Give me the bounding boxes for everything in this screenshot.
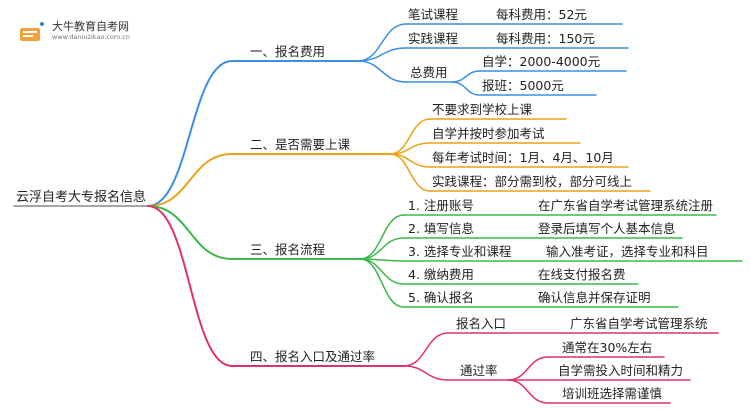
site-logo[interactable]: 大牛教育自考网 www.daniuzikao.com.cn (14, 18, 154, 46)
link-b1-c3a (451, 70, 481, 83)
link-root-b2 (147, 153, 233, 207)
b1-total-class: 报班：5000元 (482, 78, 564, 93)
b4-pass-rate: 通过率 (460, 363, 498, 378)
link-b1-c1 (357, 23, 407, 62)
b1-child-practice-fee: 每科费用：150元 (496, 31, 595, 46)
link-b3-s2 (359, 237, 405, 260)
link-b2-i4 (389, 153, 431, 192)
logo-url: www.daniuzikao.com.cn (52, 33, 130, 41)
b3-step-desc: 在广东省自学考试管理系统注册 (538, 198, 714, 213)
b1-child-written: 笔试课程 (408, 7, 459, 22)
b4-entry-system: 广东省自学考试管理系统 (570, 316, 708, 331)
b1-child-written-fee: 每科费用：52元 (496, 7, 587, 22)
link-b4-p1 (507, 356, 549, 381)
logo-book-icon (20, 22, 44, 41)
b2-item: 自学并按时参加考试 (432, 126, 545, 141)
link-root-b3 (147, 205, 233, 260)
link-root-b1 (147, 60, 233, 207)
link-root-b4 (147, 205, 233, 367)
b1-child-practice: 实践课程 (408, 31, 459, 46)
link-b4-entry (403, 332, 449, 367)
b3-step-name: 3. 选择专业和课程 (408, 244, 512, 259)
link-b4-pass (403, 365, 449, 381)
root-node: 云浮自考大专报名信息 (16, 190, 147, 205)
b2-item: 不要求到学校上课 (432, 102, 533, 117)
link-b3-s4 (359, 258, 405, 285)
link-b1-c3b (451, 81, 481, 96)
b3-step-desc: 确认信息并保存证明 (538, 290, 651, 305)
b3-step-desc: 登录后填写个人基本信息 (538, 221, 676, 236)
link-b1-c2 (357, 47, 407, 62)
link-b3-s1 (359, 214, 405, 260)
b4-pass-item: 自学需投入时间和精力 (558, 363, 684, 378)
link-b3-s5 (359, 258, 405, 308)
link-b4-p3 (507, 379, 549, 404)
b2-item: 实践课程：部分需到校，部分可线上 (432, 174, 633, 189)
b4-pass-item: 通常在30%左右 (562, 340, 653, 355)
link-b1-c3 (357, 60, 407, 83)
branch-b3-label: 三、报名流程 (250, 242, 326, 257)
branch-b4-label: 四、报名入口及通过率 (250, 349, 376, 364)
branch-b1-label: 一、报名费用 (250, 44, 326, 59)
b3-step-name: 5. 确认报名 (408, 290, 474, 305)
b1-total-self-study: 自学：2000-4000元 (482, 54, 601, 69)
b3-step-name: 1. 注册账号 (408, 198, 474, 213)
b1-child-total: 总费用 (410, 65, 448, 80)
logo-title: 大牛教育自考网 (52, 20, 129, 33)
branch-b2-label: 二、是否需要上课 (250, 137, 351, 152)
b4-pass-item: 培训班选择需谨慎 (562, 386, 663, 401)
b3-step-desc: 输入准考证，选择专业和科目 (546, 244, 709, 259)
b3-step-desc: 在线支付报名费 (538, 267, 626, 282)
b3-step-name: 4. 缴纳费用 (408, 267, 474, 282)
b3-step-name: 2. 填写信息 (408, 221, 474, 236)
b4-entry: 报名入口 (456, 316, 507, 331)
b2-item: 每年考试时间：1月、4月、10月 (432, 150, 614, 165)
